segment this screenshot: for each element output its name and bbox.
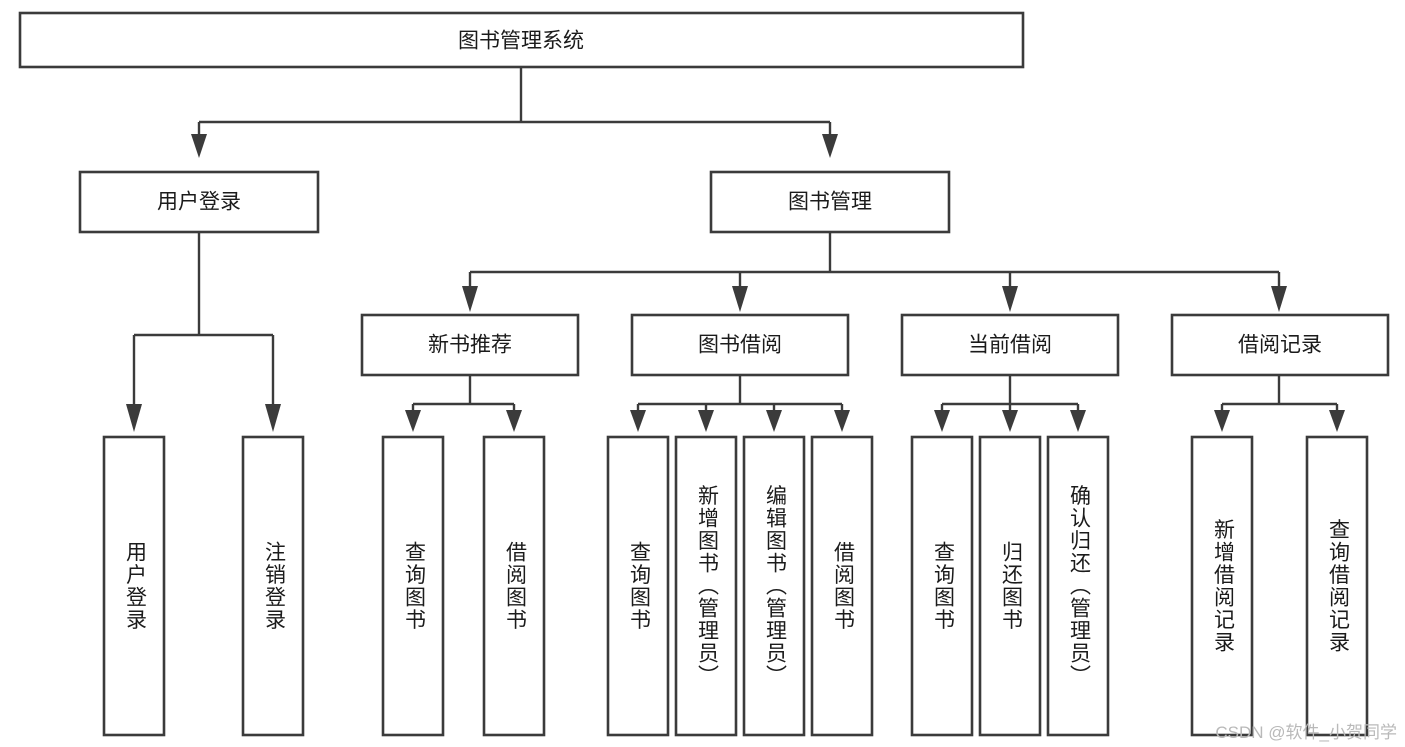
arrowhead-leaf-borrow-book-1 [506, 410, 522, 432]
node-root-box[interactable] [18, 11, 1025, 69]
connector-group-borrow-record [1214, 375, 1345, 432]
node-leaf-query-record-box[interactable] [1305, 435, 1369, 737]
node-leaf-query-book-1-label: 查询图书 [402, 541, 426, 631]
connector-group-user-login [126, 232, 281, 432]
node-leaf-query-book-1-box[interactable] [381, 435, 445, 737]
node-leaf-query-book-2[interactable]: 查询图书 [606, 435, 670, 737]
node-new-book-recommend-label: 新书推荐 [428, 334, 512, 357]
arrowhead-user-login [191, 134, 207, 158]
arrowhead-borrow-record [1271, 286, 1287, 312]
arrowhead-leaf-add-book [698, 410, 714, 432]
node-leaf-add-record[interactable]: 新增借阅记录 [1190, 435, 1254, 737]
csdn-watermark: CSDN @软件_小贺同学 [1215, 723, 1397, 742]
node-borrow-record[interactable]: 借阅记录 [1170, 313, 1390, 377]
node-leaf-borrow-book-2-label: 借阅图书 [831, 541, 855, 631]
node-root-label: 图书管理系统 [458, 30, 584, 53]
node-leaf-add-book-label: 新增图书（管理员） [695, 485, 719, 688]
node-user-login[interactable]: 用户登录 [78, 170, 320, 234]
node-current-borrow[interactable]: 当前借阅 [900, 313, 1120, 377]
node-leaf-user-login-box[interactable] [102, 435, 166, 737]
node-leaf-borrow-book-2[interactable]: 借阅图书 [810, 435, 874, 737]
node-borrow-record-box[interactable] [1170, 313, 1390, 377]
node-leaf-return-book[interactable]: 归还图书 [978, 435, 1042, 737]
node-leaf-query-book-1[interactable]: 查询图书 [381, 435, 445, 737]
node-leaf-return-book-label: 归还图书 [999, 541, 1023, 631]
node-root[interactable]: 图书管理系统 [18, 11, 1025, 69]
node-book-borrow-box[interactable] [630, 313, 850, 377]
node-leaf-confirm-return[interactable]: 确认归还（管理员） [1046, 435, 1110, 737]
arrowhead-book-manage [822, 134, 838, 158]
arrowhead-new-book-recommend [462, 286, 478, 312]
node-leaf-return-book-box[interactable] [978, 435, 1042, 737]
arrowhead-leaf-user-login [126, 404, 142, 432]
connector-group-book-manage [462, 232, 1287, 312]
node-leaf-edit-book-label: 编辑图书（管理员） [763, 485, 787, 688]
arrowhead-leaf-query-book-3 [934, 410, 950, 432]
node-leaf-confirm-return-box[interactable] [1046, 435, 1110, 737]
node-leaf-add-book-box[interactable] [674, 435, 738, 737]
node-leaf-user-logout-label: 注销登录 [262, 541, 286, 631]
arrowhead-leaf-edit-book [766, 410, 782, 432]
node-leaf-user-login-label: 用户登录 [123, 541, 147, 631]
node-leaf-confirm-return-label: 确认归还（管理员） [1067, 485, 1091, 688]
arrowhead-leaf-return-book [1002, 410, 1018, 432]
arrowhead-leaf-query-book-1 [405, 410, 421, 432]
arrowhead-book-borrow [732, 286, 748, 312]
node-leaf-query-record-label: 查询借阅记录 [1326, 519, 1350, 654]
node-leaf-query-book-3-label: 查询图书 [931, 541, 955, 631]
node-leaf-query-book-2-label: 查询图书 [627, 541, 651, 631]
node-leaf-edit-book-box[interactable] [742, 435, 806, 737]
node-leaf-borrow-book-2-box[interactable] [810, 435, 874, 737]
node-new-book-recommend[interactable]: 新书推荐 [360, 313, 580, 377]
node-leaf-add-record-label: 新增借阅记录 [1211, 519, 1235, 654]
node-leaf-borrow-book-1-label: 借阅图书 [503, 541, 527, 631]
node-leaf-user-login[interactable]: 用户登录 [102, 435, 166, 737]
node-user-login-label: 用户登录 [157, 191, 241, 214]
arrowhead-leaf-confirm-return [1070, 410, 1086, 432]
connector-group-new-book-recommend [405, 375, 522, 432]
connector-group-root [191, 66, 838, 158]
node-current-borrow-label: 当前借阅 [968, 334, 1052, 357]
node-leaf-borrow-book-1-box[interactable] [482, 435, 546, 737]
node-leaf-add-record-box[interactable] [1190, 435, 1254, 737]
node-leaf-query-record[interactable]: 查询借阅记录 [1305, 435, 1369, 737]
node-book-manage-label: 图书管理 [788, 191, 872, 214]
connector-group-current-borrow [934, 375, 1086, 432]
connector-group-book-borrow [630, 375, 850, 432]
arrowhead-leaf-user-logout [265, 404, 281, 432]
node-new-book-recommend-box[interactable] [360, 313, 580, 377]
node-borrow-record-label: 借阅记录 [1238, 334, 1322, 357]
node-leaf-query-book-3-box[interactable] [910, 435, 974, 737]
node-leaf-user-logout[interactable]: 注销登录 [241, 435, 305, 737]
arrowhead-leaf-query-record [1329, 410, 1345, 432]
arrowhead-leaf-query-book-2 [630, 410, 646, 432]
node-leaf-add-book[interactable]: 新增图书（管理员） [674, 435, 738, 737]
node-user-login-box[interactable] [78, 170, 320, 234]
arrowhead-leaf-add-record [1214, 410, 1230, 432]
node-book-manage-box[interactable] [709, 170, 951, 234]
node-current-borrow-box[interactable] [900, 313, 1120, 377]
node-leaf-query-book-2-box[interactable] [606, 435, 670, 737]
node-leaf-edit-book[interactable]: 编辑图书（管理员） [742, 435, 806, 737]
node-book-manage[interactable]: 图书管理 [709, 170, 951, 234]
node-book-borrow[interactable]: 图书借阅 [630, 313, 850, 377]
node-leaf-borrow-book-1[interactable]: 借阅图书 [482, 435, 546, 737]
node-book-borrow-label: 图书借阅 [698, 334, 782, 357]
arrowhead-leaf-borrow-book-2 [834, 410, 850, 432]
arrowhead-current-borrow [1002, 286, 1018, 312]
node-leaf-user-logout-box[interactable] [241, 435, 305, 737]
node-leaf-query-book-3[interactable]: 查询图书 [910, 435, 974, 737]
